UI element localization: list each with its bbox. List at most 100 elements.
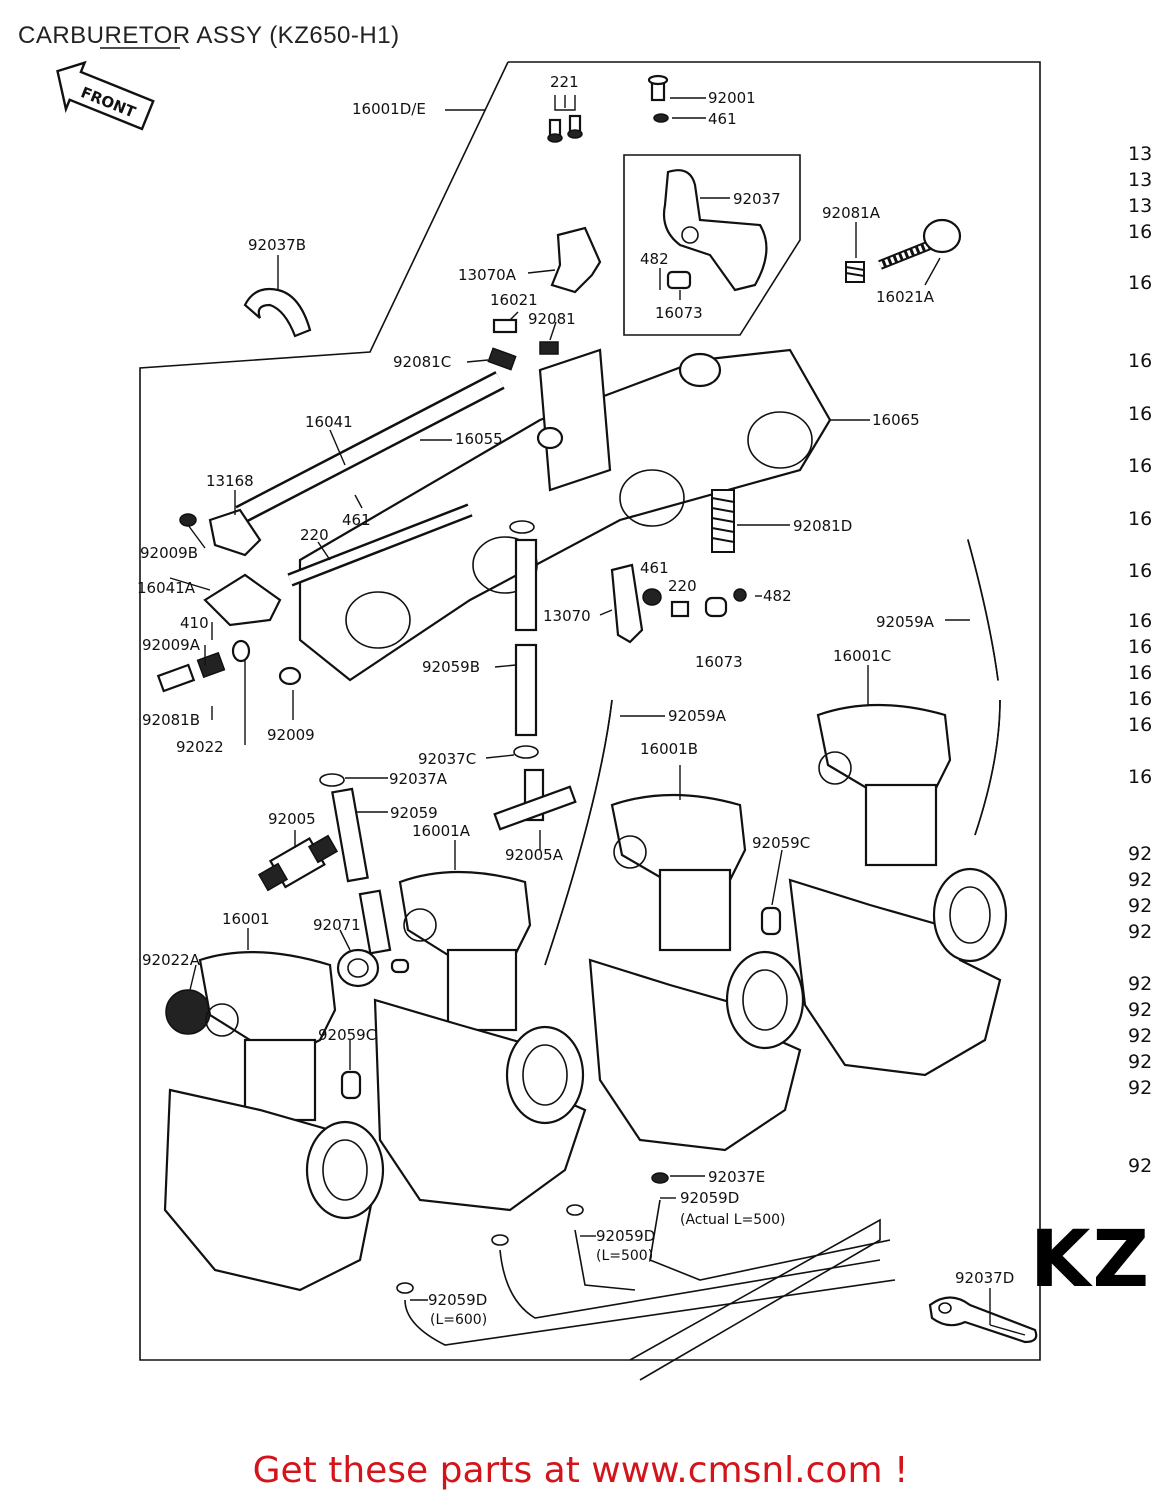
callout-16073: 16073 — [655, 304, 703, 322]
callout-220: 220 — [668, 577, 697, 595]
brand-mark: KZ — [1030, 1215, 1151, 1305]
right-col-item: 92 — [1128, 895, 1153, 917]
carburetor-16001C — [788, 703, 1008, 1077]
callout-92081C: 92081C — [393, 353, 451, 371]
pivot-shaft-icon — [287, 503, 473, 587]
right-col-item: 92 — [1128, 1077, 1153, 1099]
callout-92059D: 92059D — [428, 1291, 487, 1309]
spring-icon — [196, 651, 226, 679]
right-col-item: 92 — [1128, 999, 1153, 1021]
tube-icon — [514, 538, 538, 632]
collar-icon — [390, 958, 410, 974]
choke-detail-box — [623, 154, 801, 336]
callout-92037E: 92037E — [708, 1168, 765, 1186]
callout-16041A: 16041A — [137, 579, 196, 597]
callout-482: 482 — [640, 250, 669, 268]
screw-icon — [492, 318, 518, 334]
screw-icon — [156, 663, 196, 693]
callout-461: 461 — [342, 511, 371, 529]
callout-labels: 221 92001 461 16001D/E 92037 92081A 9203… — [137, 73, 1014, 1328]
callout-92081B: 92081B — [142, 711, 200, 729]
cap-icon — [336, 948, 380, 988]
spring-icon — [845, 261, 865, 283]
callout-220: 220 — [300, 526, 329, 544]
washer-icon — [642, 588, 662, 606]
lever-bracket-icon — [610, 563, 644, 644]
right-col-item: 92 — [1128, 1051, 1153, 1073]
callout-92001: 92001 — [708, 89, 756, 107]
hose-icon — [974, 699, 1001, 836]
callout-16021: 16021 — [490, 291, 538, 309]
right-col-item: 92 — [1128, 869, 1153, 891]
callout-92059C: 92059C — [318, 1026, 376, 1044]
screw-icon — [179, 513, 197, 527]
callout-92059D-note: (L=600) — [430, 1312, 487, 1328]
tube-icon — [331, 787, 369, 883]
right-col-item: 92 — [1128, 973, 1153, 995]
throttle-shaft-icon — [235, 371, 505, 524]
collar-icon — [340, 1070, 362, 1100]
callout-16055: 16055 — [455, 430, 503, 448]
screw-icon — [670, 600, 690, 618]
adjuster-screw-icon — [878, 218, 962, 270]
right-col-item: 16 — [1128, 508, 1153, 530]
washer-icon — [231, 639, 251, 663]
callout-13168: 13168 — [206, 472, 254, 490]
right-col-item: 92 — [1128, 1025, 1153, 1047]
callout-92081: 92081 — [528, 310, 576, 328]
right-col-item: 16 — [1128, 350, 1153, 372]
mounting-bracket-icon — [298, 348, 832, 682]
clip-icon — [733, 588, 747, 602]
screw-pair-icon — [547, 114, 583, 143]
callout-92059C: 92059C — [752, 834, 810, 852]
collar-icon — [704, 596, 728, 618]
drain-hose-icon — [499, 1249, 881, 1319]
callout-92037C: 92037C — [418, 750, 476, 768]
right-col-item: 16 — [1128, 688, 1153, 710]
tube-icon — [514, 643, 538, 737]
gasket-icon — [928, 1296, 1038, 1344]
diagram-frame — [139, 61, 1041, 1361]
carburetor-16001B — [588, 793, 805, 1152]
right-col-item: 16 — [1128, 455, 1153, 477]
right-col-item: 92 — [1128, 843, 1153, 865]
tube-icon — [358, 889, 392, 955]
right-col-item: 16 — [1128, 714, 1153, 736]
spring-icon — [487, 347, 517, 371]
hose-icon — [967, 539, 999, 681]
carburetor-16001A — [373, 870, 587, 1212]
callout-92022A: 92022A — [142, 951, 201, 969]
t-fitting-icon — [493, 768, 577, 831]
callout-16001: 16001 — [222, 910, 270, 928]
footer-cta-link[interactable]: Get these parts at www.cmsnl.com ! — [252, 1450, 909, 1491]
callout-92071: 92071 — [313, 916, 361, 934]
right-col-item: 13 — [1128, 195, 1153, 217]
right-col-item: 16 — [1128, 403, 1153, 425]
throttle-lever-icon — [203, 573, 282, 627]
callout-410: 410 — [180, 614, 209, 632]
callout-92037B: 92037B — [248, 236, 306, 254]
callout-13070: 13070 — [543, 607, 591, 625]
right-col-item: 13 — [1128, 169, 1153, 191]
callout-92037: 92037 — [733, 190, 781, 208]
callout-16021A: 16021A — [876, 288, 935, 306]
right-col-item: 92 — [1128, 1155, 1153, 1177]
callout-482: 482 — [763, 587, 792, 605]
callout-92081A: 92081A — [822, 204, 881, 222]
callout-221: 221 — [550, 73, 579, 91]
fitting-icon — [257, 834, 339, 892]
cap-icon — [165, 989, 211, 1035]
leader-lines — [169, 95, 1026, 1336]
front-arrow-icon: FRONT — [56, 60, 155, 131]
callout-92059D-note: (L=500) — [596, 1248, 653, 1264]
callout-92022: 92022 — [176, 738, 224, 756]
right-col-item: 16 — [1128, 221, 1153, 243]
drain-hose-icon — [574, 1229, 636, 1291]
callout-16001A: 16001A — [412, 822, 471, 840]
spring-icon — [539, 341, 559, 355]
callout-92009A: 92009A — [142, 636, 201, 654]
return-spring-icon — [711, 489, 735, 553]
callout-92059: 92059 — [390, 804, 438, 822]
callout-92059A: 92059A — [876, 613, 935, 631]
hose-icon — [544, 699, 613, 966]
